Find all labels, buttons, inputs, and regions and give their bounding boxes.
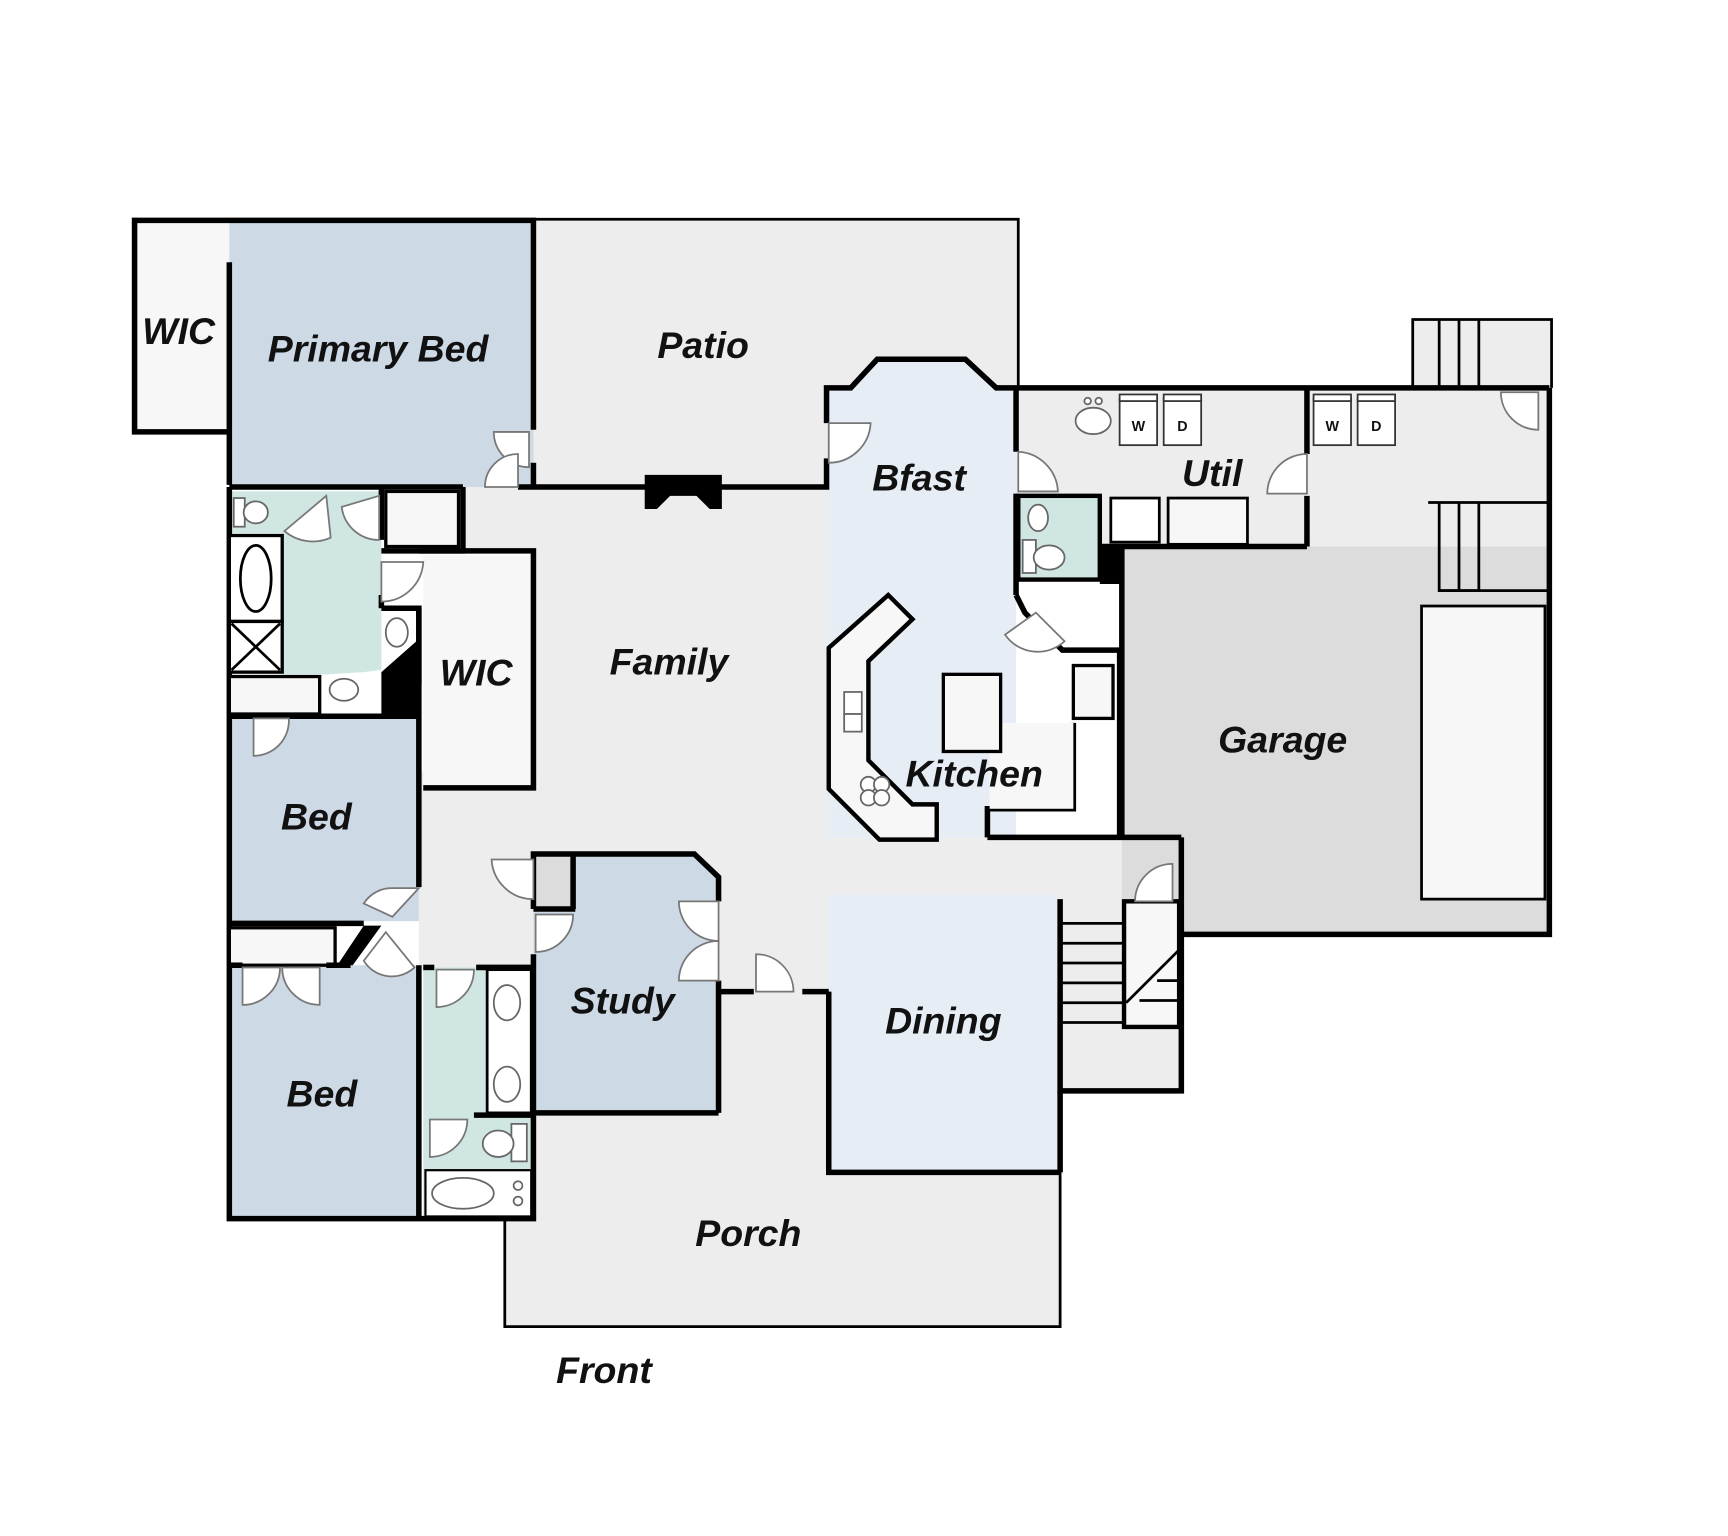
door-icon [484, 453, 519, 488]
hall-toilet-icon [481, 1129, 515, 1158]
door-icon [490, 858, 535, 901]
door-icon [340, 494, 381, 541]
back-steps-area [1412, 319, 1552, 388]
label-util: Util [1182, 452, 1244, 494]
powder-sink-icon [1027, 503, 1049, 532]
door-icon [241, 966, 281, 1006]
dryer-2-icon: D [1371, 419, 1381, 435]
bed-2-closet [227, 926, 337, 967]
label-patio: Patio [657, 324, 749, 366]
door-icon [362, 887, 421, 918]
door-icon [755, 953, 795, 993]
garage-storage [1420, 604, 1547, 901]
door-icon [534, 913, 574, 953]
door-icon [1499, 391, 1540, 431]
label-family: Family [610, 640, 731, 682]
fixtures: W D W D [232, 393, 1396, 1163]
primary-wic-area [134, 220, 230, 432]
kitchen-sink-icon [843, 691, 863, 715]
door-icon [252, 717, 290, 757]
hall-closet-1 [227, 674, 322, 716]
study-closet [533, 853, 574, 910]
door-icon [1266, 453, 1308, 495]
door-icon [1003, 611, 1066, 653]
door-icon [1134, 862, 1174, 903]
door-icon [362, 930, 416, 978]
label-primary-bed: Primary Bed [268, 327, 490, 369]
primary-sink-2-icon [328, 677, 360, 702]
door-icon [380, 561, 425, 603]
door-icon [428, 1118, 469, 1158]
kitchen-counter-left [826, 591, 939, 842]
label-garage: Garage [1218, 719, 1347, 761]
hall-sink-2-icon [492, 1065, 522, 1103]
dryer-1-icon: D [1177, 419, 1187, 435]
washer-dryer-set-1: W D [1118, 393, 1203, 447]
door-icon [281, 966, 321, 1006]
door-icon [678, 940, 720, 982]
study-area [533, 853, 719, 1113]
hall-sink-1-icon [492, 984, 522, 1022]
powder-toilet-icon [1032, 544, 1066, 571]
stair-treads [1060, 921, 1181, 1024]
door-icon [283, 494, 332, 543]
label-wic-primary: WIC [142, 310, 216, 352]
primary-toilet-icon [242, 500, 269, 525]
primary-bed-area [229, 220, 534, 488]
util-counter-1 [1109, 496, 1161, 544]
washer-1-icon: W [1132, 419, 1146, 435]
door-icon [1017, 450, 1059, 493]
label-dining: Dining [885, 1000, 1002, 1042]
porch-area [504, 991, 1061, 1327]
room-labels: WIC Primary Bed Patio Bfast Util WIC Fam… [142, 310, 1347, 1391]
primary-sink-1-icon [384, 617, 409, 648]
fireplace [644, 474, 722, 510]
doors [241, 391, 1540, 1158]
primary-bath-area [229, 491, 382, 675]
util-sink-icon [1074, 406, 1112, 436]
door-icon [435, 968, 475, 1008]
kitchen-counter-right [989, 722, 1074, 809]
label-bfast: Bfast [872, 456, 967, 498]
dining-area [828, 894, 1058, 1173]
kitchen-island [941, 672, 1003, 754]
label-study: Study [571, 980, 677, 1022]
label-wic-hall: WIC [440, 651, 514, 693]
washer-dryer-set-2: W D [1312, 393, 1396, 447]
room-fills [134, 220, 1552, 1327]
linen-closet [384, 489, 461, 549]
label-kitchen: Kitchen [906, 753, 1043, 795]
util-counter-2 [1166, 496, 1249, 546]
stair-landing [1121, 899, 1182, 1030]
fridge [1071, 663, 1115, 721]
label-front: Front [556, 1349, 653, 1391]
hall-wic-area [423, 555, 534, 787]
label-bed-2: Bed [286, 1072, 358, 1114]
bed-2-area [229, 965, 419, 1219]
label-bed-1: Bed [281, 796, 353, 838]
washer-2-icon: W [1326, 419, 1340, 435]
label-porch: Porch [695, 1212, 801, 1254]
door-icon [827, 422, 872, 464]
